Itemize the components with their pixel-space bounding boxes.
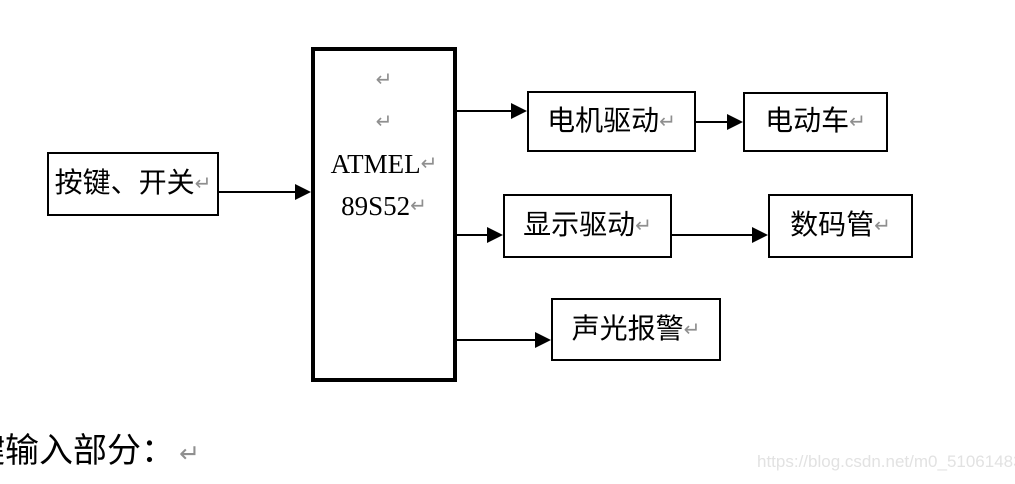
paragraph-mark-icon: ↵ xyxy=(849,109,866,133)
mcu-empty-line: ↵ xyxy=(376,59,393,101)
arrow-shaft xyxy=(455,233,489,237)
arrow-mcu-to-motor-drive xyxy=(455,103,527,119)
arrow-shaft xyxy=(219,190,297,194)
section-heading: 键输入部分：↵ xyxy=(0,432,200,471)
arrowhead-icon xyxy=(511,103,527,119)
arrowhead-icon xyxy=(535,332,551,348)
arrow-shaft xyxy=(694,120,729,124)
paragraph-mark-icon: ↵ xyxy=(874,213,891,237)
arrowhead-icon xyxy=(752,227,768,243)
arrow-shaft xyxy=(671,233,754,237)
node-motor-drive: 电机驱动↵ xyxy=(527,91,696,152)
arrowhead-icon xyxy=(487,227,503,243)
node-sound-light-alarm: 声光报警↵ xyxy=(551,298,721,361)
paragraph-mark-icon: ↵ xyxy=(635,213,652,237)
mcu-line-atmel: ATMEL↵ xyxy=(331,143,438,185)
csdn-watermark: https://blog.csdn.net/m0_51061483 xyxy=(757,452,1015,471)
paragraph-mark-icon: ↵ xyxy=(683,316,701,341)
node-label: 显示驱动 xyxy=(523,210,636,241)
arrow-shaft xyxy=(455,109,513,113)
mcu-line-89s52: 89S52↵ xyxy=(341,185,427,227)
arrow-motor-drive-to-vehicle xyxy=(694,114,743,130)
paragraph-mark-icon: ↵ xyxy=(410,193,427,217)
arrowhead-icon xyxy=(727,114,743,130)
arrowhead-icon xyxy=(295,184,311,200)
node-mcu-atmel-89s52: ↵ ↵ ATMEL↵ 89S52↵ xyxy=(311,47,457,382)
node-electric-vehicle: 电动车↵ xyxy=(743,92,888,152)
node-label: 89S52 xyxy=(341,190,411,221)
arrow-input-to-mcu xyxy=(219,184,311,200)
paragraph-mark-icon: ↵ xyxy=(375,67,393,91)
arrow-mcu-to-alarm xyxy=(455,332,551,348)
arrow-display-drive-to-digit-tube xyxy=(671,227,768,243)
paragraph-mark-icon: ↵ xyxy=(375,109,393,133)
mcu-empty-line: ↵ xyxy=(376,101,393,143)
node-label: 声光报警 xyxy=(571,313,684,345)
node-display-drive: 显示驱动↵ xyxy=(503,194,672,258)
node-label: ATMEL xyxy=(330,148,421,179)
node-label: 数码管 xyxy=(790,210,875,241)
paragraph-mark-icon: ↵ xyxy=(659,108,676,133)
paragraph-mark-icon: ↵ xyxy=(194,171,212,195)
paragraph-mark-icon: ↵ xyxy=(420,151,438,175)
node-label: 电动车 xyxy=(765,106,850,137)
node-digit-tube: 数码管↵ xyxy=(768,194,913,258)
node-label: 按键、开关 xyxy=(54,168,195,199)
section-heading-text: 键输入部分： xyxy=(0,433,175,470)
paragraph-mark-icon: ↵ xyxy=(179,439,200,469)
node-key-switch-input: 按键、开关↵ xyxy=(47,152,219,216)
node-label: 电机驱动 xyxy=(547,105,660,137)
arrow-mcu-to-display-drive xyxy=(455,227,503,243)
arrow-shaft xyxy=(455,338,537,342)
